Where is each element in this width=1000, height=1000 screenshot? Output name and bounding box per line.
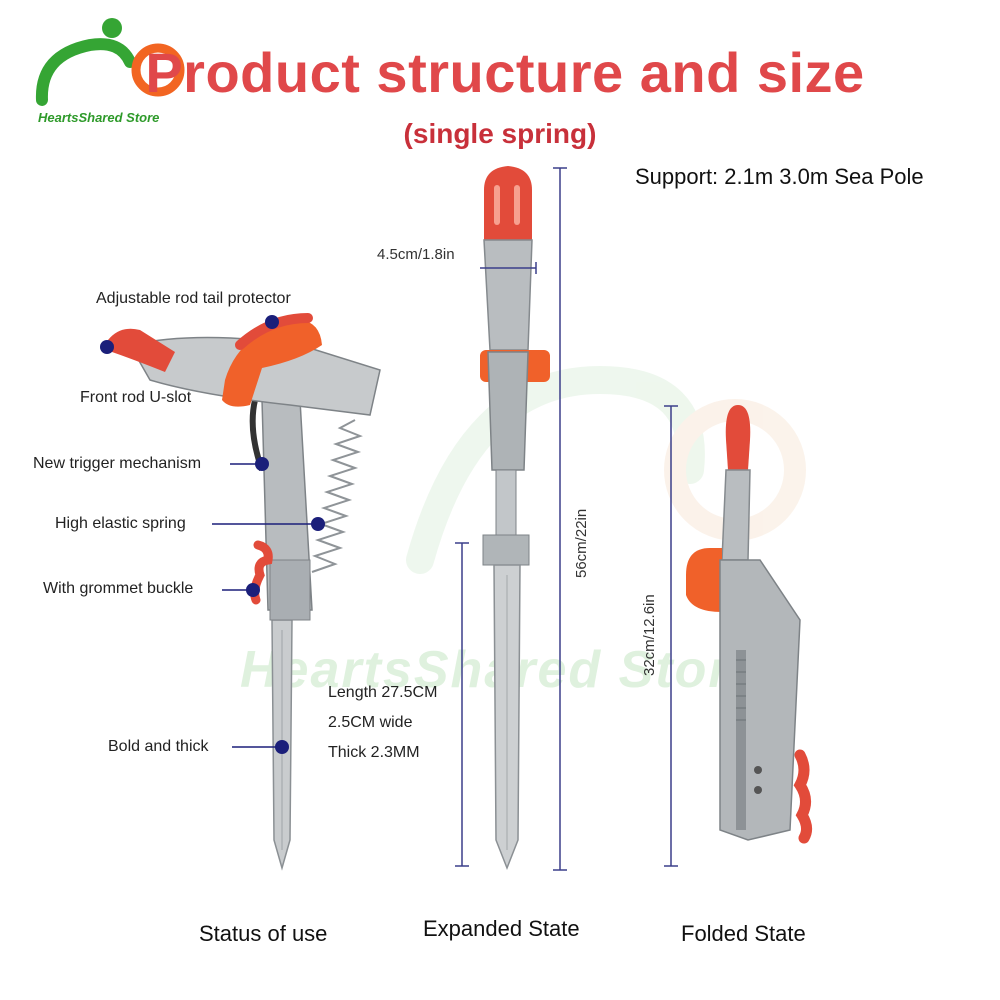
page-title: Product structure and size (145, 41, 865, 104)
callout-dot-icon (246, 583, 260, 597)
blade-dimension-line (455, 542, 469, 867)
page-subtitle: (single spring) (403, 118, 597, 149)
callout-dot-icon (255, 457, 269, 471)
folded-state-drawing (686, 405, 813, 844)
callout-rod-tail-protector: Adjustable rod tail protector (96, 290, 291, 307)
dimension-folded-label: 32cm/12.6in (641, 594, 658, 676)
spec-length: Length 27.5CM (328, 684, 438, 701)
caption-folded-state: Folded State (681, 921, 806, 946)
callout-elastic-spring: High elastic spring (55, 515, 186, 532)
callout-dot-icon (311, 517, 325, 531)
folded-dimension-line (664, 405, 678, 867)
caption-status-of-use: Status of use (199, 921, 328, 946)
callout-trigger-mechanism: New trigger mechanism (33, 455, 202, 472)
callout-dot-icon (275, 740, 289, 754)
dimension-width-label: 4.5cm/1.8in (377, 246, 455, 263)
spec-width: 2.5CM wide (328, 714, 413, 731)
support-text: Support: 2.1m 3.0m Sea Pole (635, 164, 924, 189)
callout-markers (100, 315, 325, 754)
callout-bold-and-thick: Bold and thick (108, 738, 209, 755)
spec-thickness: Thick 2.3MM (328, 744, 420, 761)
logo-brand-text: HeartsShared Store (38, 110, 160, 125)
dimension-expanded-label: 56cm/22in (573, 508, 590, 578)
expanded-dimension-line (553, 167, 567, 871)
caption-expanded-state: Expanded State (423, 916, 580, 941)
callout-dot-icon (265, 315, 279, 329)
callout-grommet-buckle: With grommet buckle (43, 580, 194, 597)
callout-front-rod-u-slot: Front rod U-slot (80, 389, 192, 406)
logo-mark-icon (35, 18, 185, 106)
expanded-state-drawing (480, 166, 550, 871)
callout-dot-icon (100, 340, 114, 354)
